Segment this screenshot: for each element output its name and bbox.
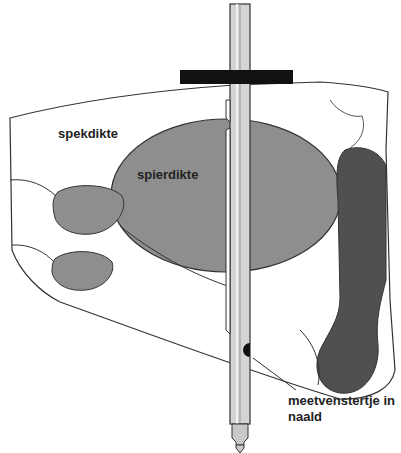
muscle-label: spierdikte (137, 168, 198, 183)
fat-label: spekdikte (58, 127, 118, 142)
part-label: meetvenstertje in naald (288, 393, 398, 424)
